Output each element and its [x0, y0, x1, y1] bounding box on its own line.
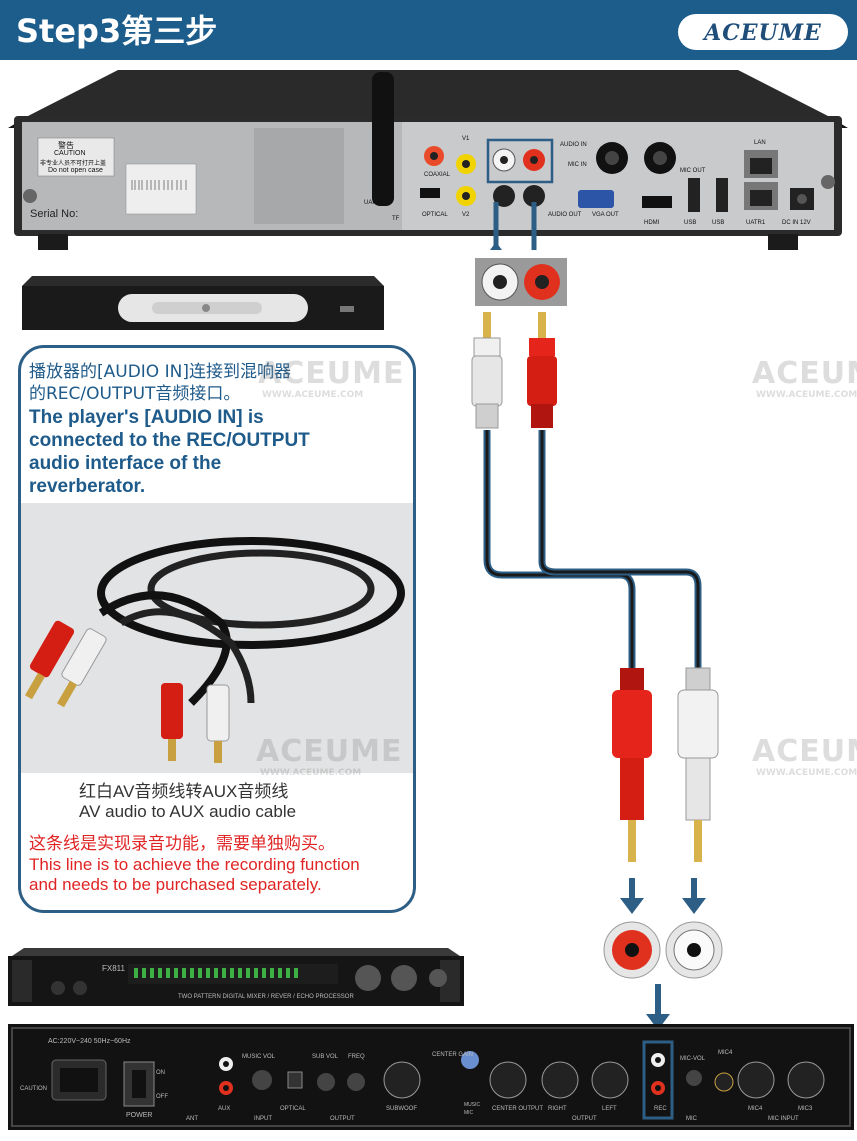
- switch-on-label: ON: [156, 1070, 165, 1076]
- freq-label: FREQ: [348, 1054, 365, 1060]
- cable-caption-zh: 红白AV音频线转AUX音频线: [79, 782, 289, 801]
- mic-label: MIC: [686, 1116, 697, 1122]
- mic-vol-label: MIC-VOL: [680, 1056, 706, 1062]
- ant-label: ANT: [186, 1116, 198, 1122]
- purchase-note-zh: 这条线是实现录音功能，需要单独购买。: [29, 834, 335, 853]
- watermark-brand-4: ACEUME: [752, 734, 857, 769]
- serial-label: Serial No:: [30, 208, 79, 220]
- player-front: [22, 276, 384, 336]
- switch-off-label: OFF: [156, 1094, 168, 1100]
- mic-input-label: MIC INPUT: [768, 1116, 799, 1122]
- info-zh-line-2: 的REC/OUTPUT音频接口。: [29, 384, 241, 404]
- watermark-url-1: WWW.ACEUME.COM: [756, 390, 857, 400]
- info-en-line-3: audio interface of the: [29, 453, 222, 474]
- center-gain-label: CENTER GAIN: [432, 1052, 474, 1058]
- rec-jack-red-closeup: [603, 921, 661, 979]
- port-optical: OPTICAL: [422, 212, 448, 218]
- cable-photo: [21, 503, 413, 773]
- do-not-open-label: Do not open case: [48, 167, 103, 174]
- port-audio-out: AUDIO OUT: [548, 212, 582, 218]
- info-en-line-1: The player's [AUDIO IN] is: [29, 407, 264, 428]
- port-v1: V1: [462, 136, 470, 142]
- red-rca-plug-bottom: [612, 668, 652, 862]
- mixer-model: FX811: [102, 964, 125, 973]
- brand-logo-text: ACEUME: [704, 20, 822, 46]
- watermark-brand-3: ACEUME: [256, 734, 403, 769]
- player-back-panel: Serial No: 警告 CAUTION 非专业人员不可打开上盖 Do not…: [8, 68, 848, 258]
- red-rca-plug-top: [527, 312, 557, 428]
- brand-logo: ACEUME: [678, 14, 848, 50]
- input-label: INPUT: [254, 1116, 272, 1122]
- output-label: OUTPUT: [330, 1116, 355, 1122]
- port-v2: V2: [462, 212, 470, 218]
- optical-label: OPTICAL: [280, 1106, 306, 1112]
- mic4-label: MIC4: [748, 1106, 763, 1112]
- watermark-url-3: WWW.ACEUME.COM: [260, 768, 362, 778]
- mixer-voltage: AC:220V~240 50Hz~60Hz: [48, 1038, 131, 1045]
- power-label: POWER: [126, 1112, 153, 1119]
- rec-label: REC: [654, 1106, 667, 1112]
- output2-label: OUTPUT: [572, 1116, 597, 1122]
- aux-label: AUX: [218, 1106, 231, 1112]
- mixer-back-panel: AC:220V~240 50Hz~60Hz CAUTION ON OFF POW…: [8, 1024, 854, 1130]
- purchase-note-en-2: and needs to be purchased separately.: [29, 875, 322, 894]
- watermark-url-2: WWW.ACEUME.COM: [262, 390, 364, 400]
- info-zh-line-1: 播放器的[AUDIO IN]连接到混响器: [29, 362, 291, 382]
- watermark-brand-1: ACEUME: [752, 356, 857, 391]
- port-vga-out: VGA OUT: [592, 212, 619, 218]
- mic4-top-label: MIC4: [718, 1050, 733, 1056]
- right-label: RIGHT: [548, 1106, 567, 1112]
- port-uart2: UART2: [364, 200, 384, 206]
- warning-title: 警告: [58, 141, 74, 150]
- av-jack-closeup: [475, 258, 567, 306]
- port-lan: LAN: [754, 140, 766, 146]
- music-switch-label: MUSIC: [464, 1102, 481, 1108]
- watermark-url-4: WWW.ACEUME.COM: [756, 768, 857, 778]
- rec-jack-white-closeup: [665, 921, 723, 979]
- purchase-note-en-1: This line is to achieve the recording fu…: [29, 855, 360, 874]
- step-title: Step3第三步: [16, 12, 218, 50]
- mixer-front-panel: FX811 TWO PATTERN DIGITAL MIXER / REVER …: [8, 948, 464, 1008]
- caution-label: CAUTION: [54, 150, 86, 157]
- center-output-label: CENTER OUTPUT: [492, 1106, 543, 1112]
- mixer-subtitle: TWO PATTERN DIGITAL MIXER / REVER / ECHO…: [178, 994, 354, 1000]
- white-rca-plug-top: [471, 312, 503, 429]
- subwoof-label: SUBWOOF: [386, 1106, 417, 1112]
- cable-caption-en: AV audio to AUX audio cable: [79, 802, 297, 821]
- sub-vol-label: SUB VOL: [312, 1054, 339, 1060]
- port-dc: DC IN 12V: [782, 220, 811, 226]
- port-tf: TF: [392, 216, 400, 222]
- port-audio-in: AUDIO IN: [560, 142, 587, 148]
- watermark-brand-2: ACEUME: [258, 356, 405, 391]
- info-en-line-2: connected to the REC/OUTPUT: [29, 430, 310, 451]
- info-box: 播放器的[AUDIO IN]连接到混响器 的REC/OUTPUT音频接口。 Th…: [18, 345, 416, 913]
- port-usb-2: USB: [712, 220, 725, 226]
- port-uatr1: UATR1: [746, 220, 766, 226]
- info-en-line-4: reverberator.: [29, 476, 146, 497]
- warning-cn: 非专业人员不可打开上盖: [40, 160, 107, 167]
- mixer-caution: CAUTION: [20, 1086, 47, 1092]
- port-coaxial: COAXIAL: [424, 172, 451, 178]
- port-hdmi: HDMI: [644, 220, 660, 226]
- port-mic-in: MIC IN: [568, 162, 587, 168]
- white-rca-plug-bottom: [677, 667, 719, 862]
- port-usb-1: USB: [684, 220, 697, 226]
- music-vol-label: MUSIC VOL: [242, 1054, 276, 1060]
- port-mic-out: MIC OUT: [680, 168, 706, 174]
- mic-switch-label: MIC: [464, 1110, 474, 1116]
- mic3-label: MIC3: [798, 1106, 813, 1112]
- left-label: LEFT: [602, 1106, 617, 1112]
